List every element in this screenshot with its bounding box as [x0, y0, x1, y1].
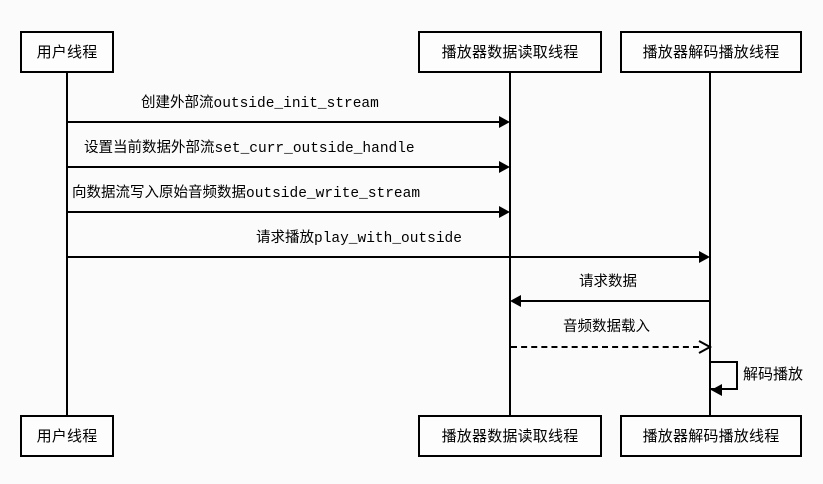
message-label-3-code: outside_write_stream [246, 186, 421, 202]
participant-box-user-top[interactable]: 用户线程 [20, 31, 114, 73]
message-label-3: 向数据流写入原始音频数据outside_write_stream [72, 186, 420, 202]
participant-box-reader-bottom[interactable]: 播放器数据读取线程 [418, 415, 602, 457]
lifeline-user [66, 73, 68, 415]
message-line-1 [67, 121, 499, 123]
participant-label-reader-bottom: 播放器数据读取线程 [441, 427, 579, 445]
participant-label-user-bottom: 用户线程 [36, 427, 98, 445]
arrow-head-open-6 [698, 340, 713, 354]
participant-box-user-bottom[interactable]: 用户线程 [20, 415, 114, 457]
self-message-text: 解码播放 [743, 366, 804, 383]
participant-box-reader-top[interactable]: 播放器数据读取线程 [418, 31, 602, 73]
message-label-2-code: set_curr_outside_handle [214, 141, 415, 157]
message-label-5-cjk: 请求数据 [579, 274, 637, 290]
message-line-5 [521, 300, 710, 302]
message-label-4-cjk: 请求播放 [256, 230, 314, 246]
message-label-1-code: outside_init_stream [213, 96, 379, 112]
participant-label-reader-top: 播放器数据读取线程 [441, 43, 579, 61]
message-label-1: 创建外部流outside_init_stream [141, 96, 379, 112]
self-message-loop-decoder [710, 361, 738, 390]
arrow-head-right-2 [499, 161, 510, 173]
arrow-head-left-5 [510, 295, 521, 307]
message-line-3 [67, 211, 499, 213]
participant-box-decoder-top[interactable]: 播放器解码播放线程 [620, 31, 802, 73]
participant-label-decoder-top: 播放器解码播放线程 [642, 43, 780, 61]
message-label-6-cjk: 音频数据载入 [563, 319, 650, 335]
arrow-head-right-4 [699, 251, 710, 263]
message-label-2: 设置当前数据外部流set_curr_outside_handle [84, 141, 415, 157]
message-label-4: 请求播放play_with_outside [256, 231, 462, 247]
message-line-2 [67, 166, 499, 168]
arrow-head-right-1 [499, 116, 510, 128]
message-label-3-cjk: 向数据流写入原始音频数据 [72, 185, 246, 201]
message-label-6: 音频数据载入 [563, 320, 650, 335]
message-line-4 [67, 256, 699, 258]
participant-box-decoder-bottom[interactable]: 播放器解码播放线程 [620, 415, 802, 457]
message-label-2-cjk: 设置当前数据外部流 [84, 140, 215, 156]
lifeline-decoder [709, 73, 711, 415]
message-label-4-code: play_with_outside [314, 231, 462, 247]
lifeline-reader [509, 73, 511, 415]
message-label-1-cjk: 创建外部流 [141, 95, 214, 111]
participant-label-user-top: 用户线程 [36, 43, 98, 61]
message-line-6 [511, 346, 699, 348]
self-message-label-decoder: 解码播放 [743, 367, 803, 382]
arrow-head-right-3 [499, 206, 510, 218]
arrow-head-left-self [711, 384, 722, 396]
participant-label-decoder-bottom: 播放器解码播放线程 [642, 427, 780, 445]
message-label-5: 请求数据 [579, 275, 637, 290]
